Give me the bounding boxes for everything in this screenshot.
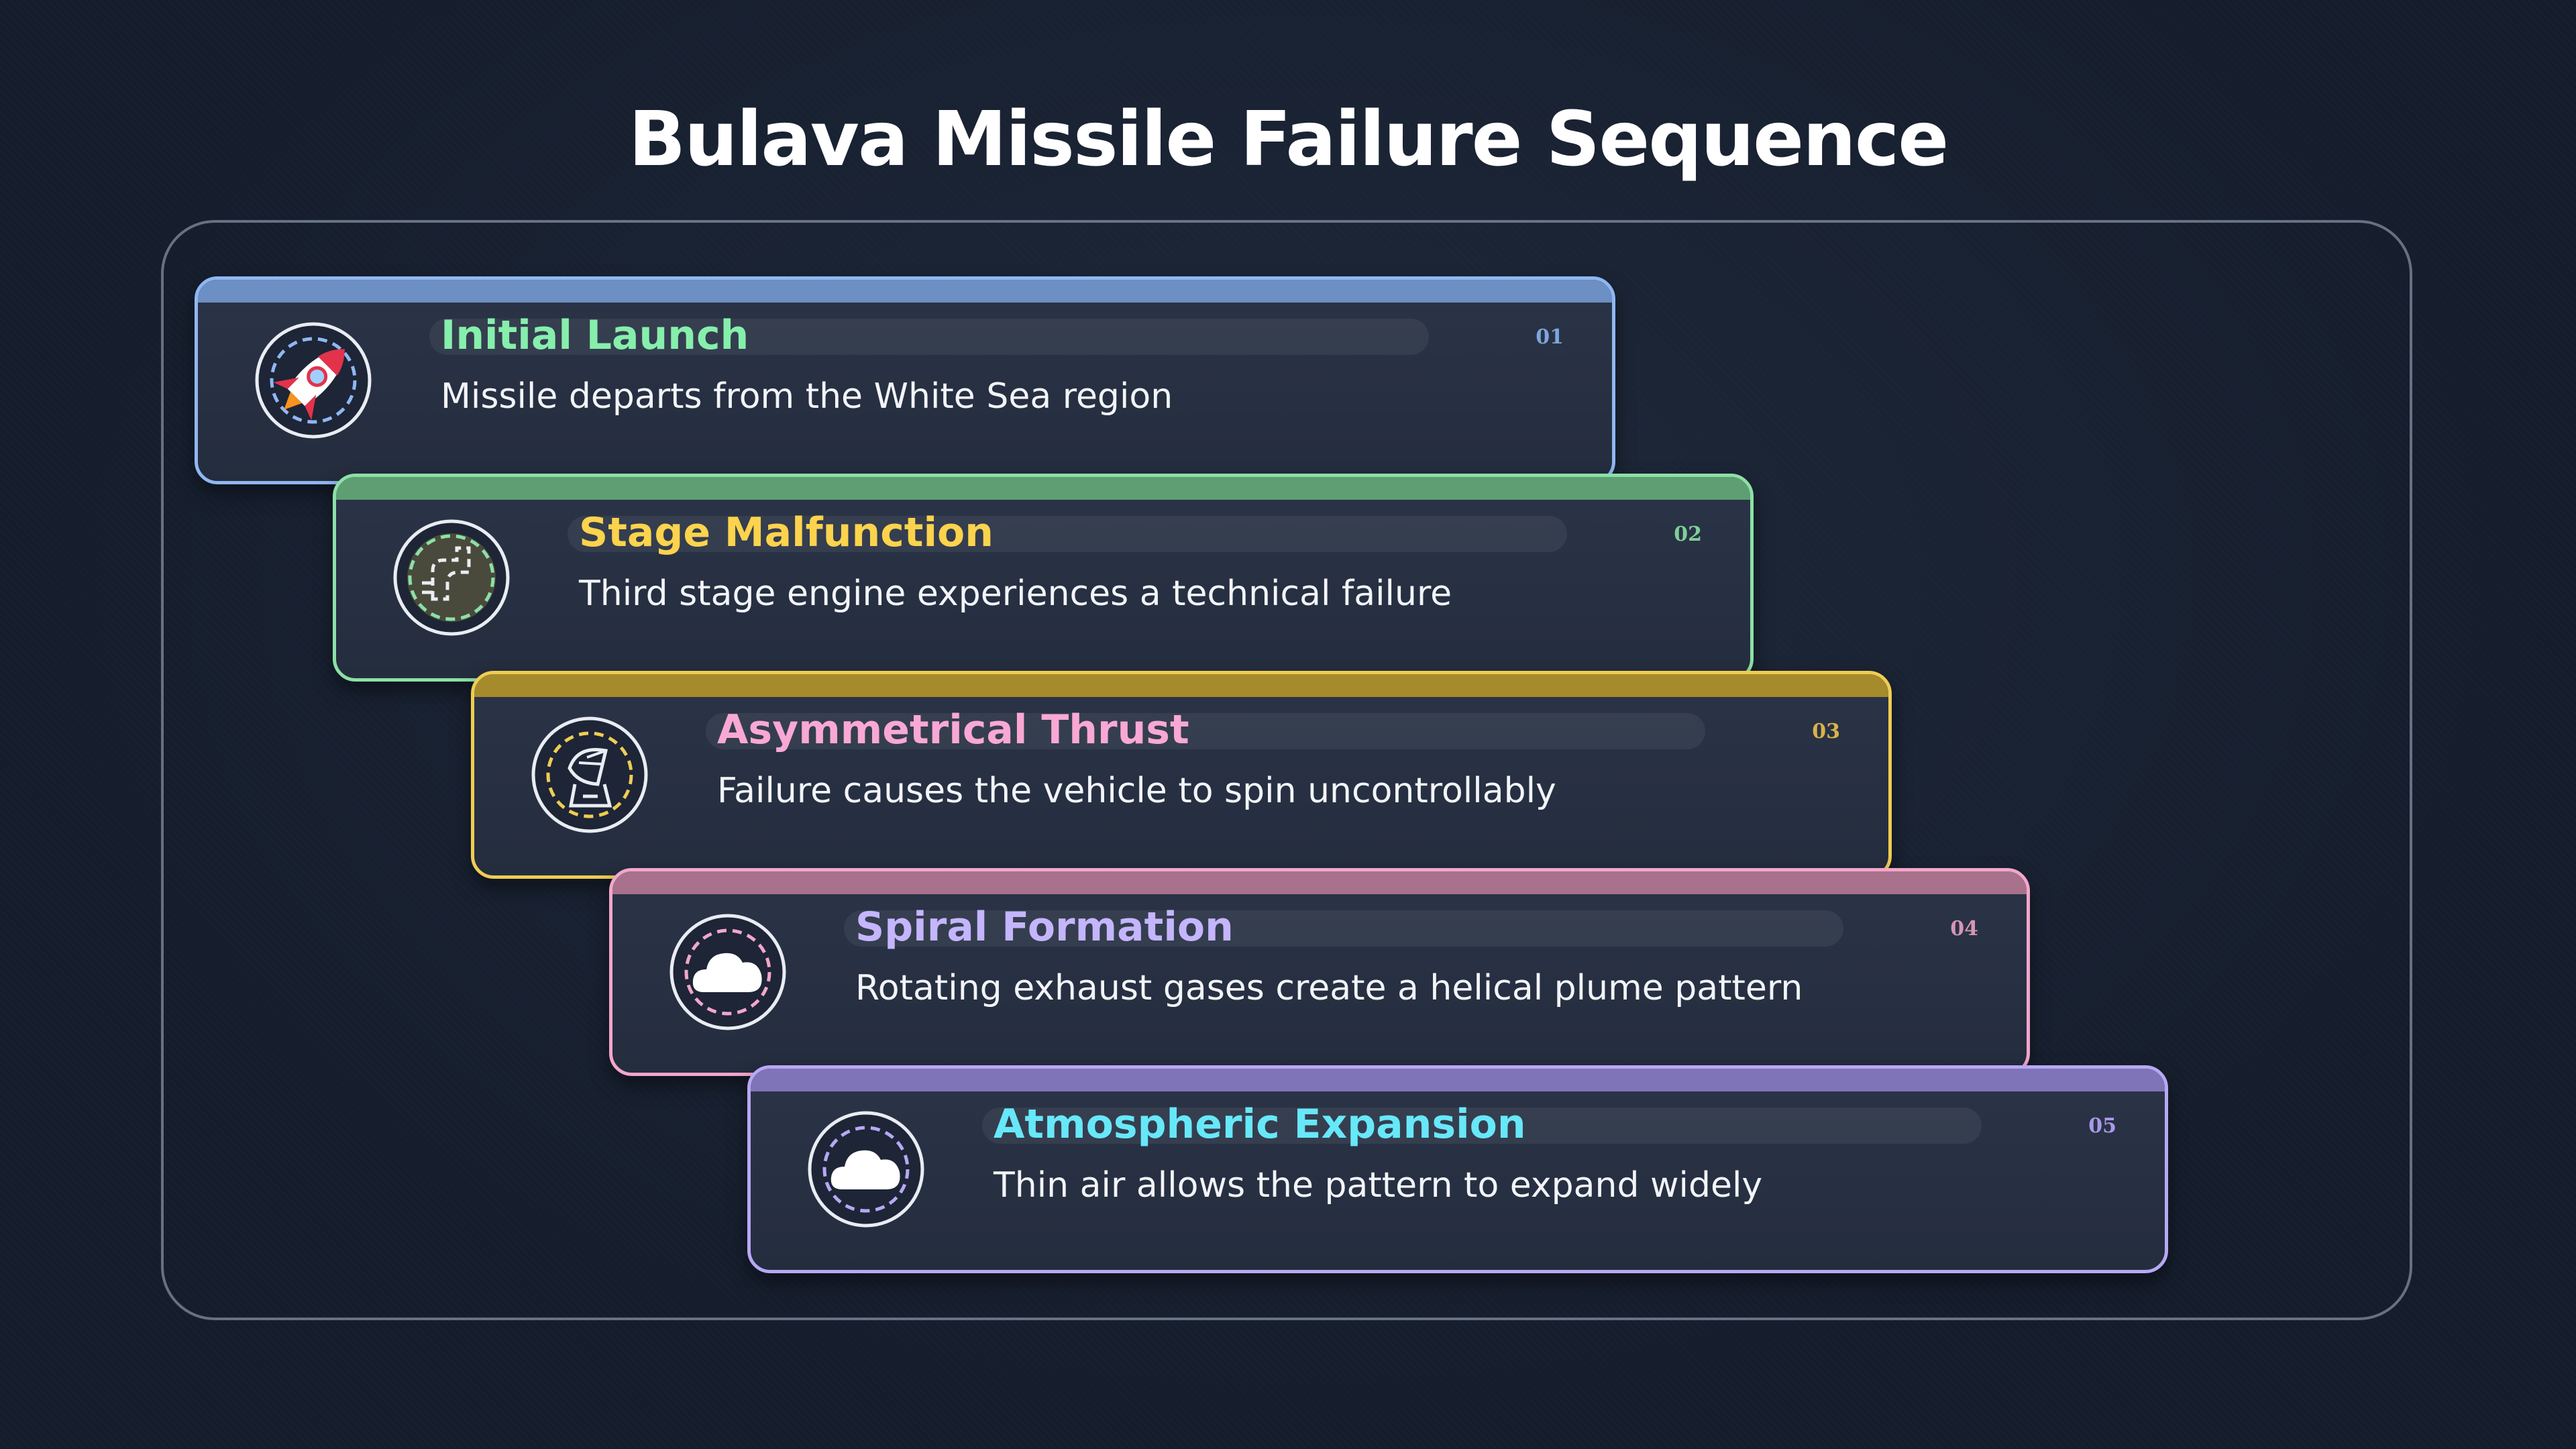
cloud-icon <box>669 913 787 1031</box>
rocket-icon <box>254 321 372 439</box>
step-description: Failure causes the vehicle to spin uncon… <box>717 771 1556 811</box>
heading-track <box>706 713 1705 749</box>
heading-track <box>568 516 1567 552</box>
step-number: 01 <box>1536 325 1564 349</box>
step-description: Third stage engine experiences a technic… <box>579 574 1452 614</box>
heading-track <box>844 910 1843 947</box>
step-heading: Atmospheric Expansion <box>994 1101 1526 1148</box>
step-number: 02 <box>1674 523 1702 546</box>
step-heading: Spiral Formation <box>855 904 1234 951</box>
heading-track <box>429 319 1429 355</box>
thrust-icon <box>531 716 649 834</box>
step-heading: Asymmetrical Thrust <box>717 706 1189 753</box>
step-description: Missile departs from the White Sea regio… <box>441 376 1173 417</box>
step-card-topbar <box>336 477 1750 500</box>
step-card-topbar <box>198 280 1612 303</box>
step-card-topbar <box>751 1069 2165 1091</box>
step-number: 05 <box>2088 1114 2116 1138</box>
step-description: Thin air allows the pattern to expand wi… <box>994 1165 1763 1205</box>
page-title: Bulava Missile Failure Sequence <box>628 96 1949 183</box>
step-number: 03 <box>1812 720 1840 743</box>
step-heading: Stage Malfunction <box>579 509 994 556</box>
cloud-icon <box>807 1110 925 1228</box>
step-card-topbar <box>612 871 2027 894</box>
diagram-frame <box>161 220 2412 1320</box>
step-number: 04 <box>1950 917 1978 941</box>
heading-track <box>982 1108 1982 1144</box>
step-card-topbar <box>474 674 1888 697</box>
step-description: Rotating exhaust gases create a helical … <box>855 968 1803 1008</box>
step-heading: Initial Launch <box>441 312 749 359</box>
engine-icon <box>392 519 511 637</box>
